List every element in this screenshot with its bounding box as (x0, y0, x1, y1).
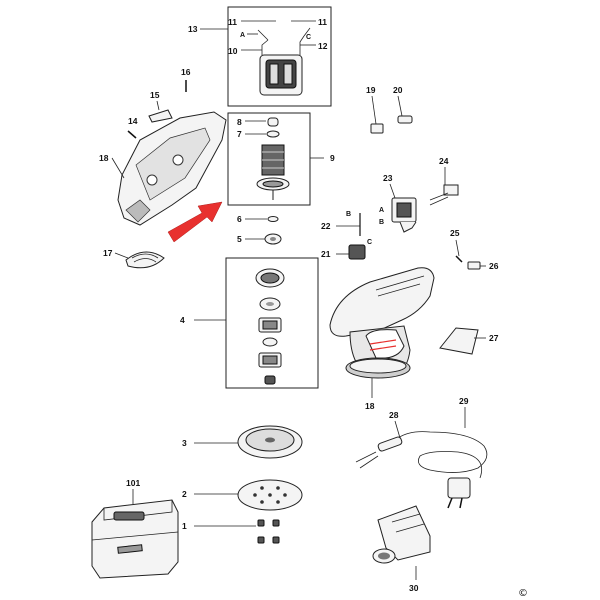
label-25: 25 (450, 228, 460, 238)
part-101-carry-case (91, 499, 179, 579)
label-24: 24 (439, 156, 449, 166)
label-11-right: 11 (318, 17, 327, 27)
part-26 (467, 261, 481, 270)
part-18-assembled-sander (329, 267, 435, 379)
sublabel-b-22: B (346, 211, 351, 218)
label-14: 14 (128, 116, 138, 126)
label-23: 23 (383, 173, 393, 183)
armature-part (256, 117, 290, 200)
part-14-screw (127, 130, 137, 139)
label-27: 27 (489, 333, 499, 343)
label-4: 4 (180, 315, 185, 325)
label-21: 21 (321, 249, 331, 259)
label-16: 16 (181, 67, 191, 77)
label-30: 30 (409, 583, 419, 593)
part-30-dust-bag (372, 505, 431, 564)
motor-field-part (257, 27, 311, 96)
label-7: 7 (237, 129, 242, 139)
part-19 (370, 123, 384, 134)
bearing-assembly-part (255, 268, 285, 385)
label-11-left: 11 (228, 17, 237, 27)
label-1: 1 (182, 521, 187, 531)
sublabel-c-top: C (306, 34, 311, 41)
label-101: 101 (126, 478, 140, 488)
label-26: 26 (489, 261, 499, 271)
label-2: 2 (182, 489, 187, 499)
label-5: 5 (237, 234, 242, 244)
part-23-switch (391, 197, 417, 233)
label-12: 12 (318, 41, 328, 51)
sublabel-a-top: A (240, 32, 245, 39)
part-1-screws (257, 519, 280, 544)
part-25-screw (455, 255, 463, 263)
motor-field-box (227, 6, 332, 107)
sublabel-b-23: B (379, 219, 384, 226)
label-10: 10 (228, 46, 238, 56)
highlight-arrow (167, 201, 223, 243)
label-13: 13 (188, 24, 198, 34)
part-17-shroud (125, 251, 165, 269)
label-18-bottom: 18 (365, 401, 375, 411)
label-6: 6 (237, 214, 242, 224)
armature-box (227, 112, 311, 206)
label-9: 9 (330, 153, 335, 163)
part-15-plate (148, 109, 173, 123)
part-2-sanding-disc (237, 479, 303, 511)
label-18-left: 18 (99, 153, 109, 163)
part-20 (397, 115, 413, 124)
label-22: 22 (321, 221, 331, 231)
part-21-connector (348, 244, 366, 260)
part-6-washer (267, 216, 279, 222)
copyright-mark: © (518, 588, 528, 599)
sublabel-a-23: A (379, 207, 384, 214)
power-cord (355, 431, 488, 509)
part-24 (429, 184, 459, 206)
part-27-pad (439, 327, 479, 355)
label-17: 17 (103, 248, 113, 258)
label-3: 3 (182, 438, 187, 448)
part-18-housing-half (117, 111, 227, 226)
label-29: 29 (459, 396, 469, 406)
label-19: 19 (366, 85, 376, 95)
part-3-backing-pad (237, 425, 303, 459)
label-8: 8 (237, 117, 242, 127)
label-20: 20 (393, 85, 403, 95)
label-28: 28 (389, 410, 399, 420)
sublabel-c-21: C (367, 239, 372, 246)
bearing-assembly-box (225, 257, 319, 389)
label-15: 15 (150, 90, 160, 100)
